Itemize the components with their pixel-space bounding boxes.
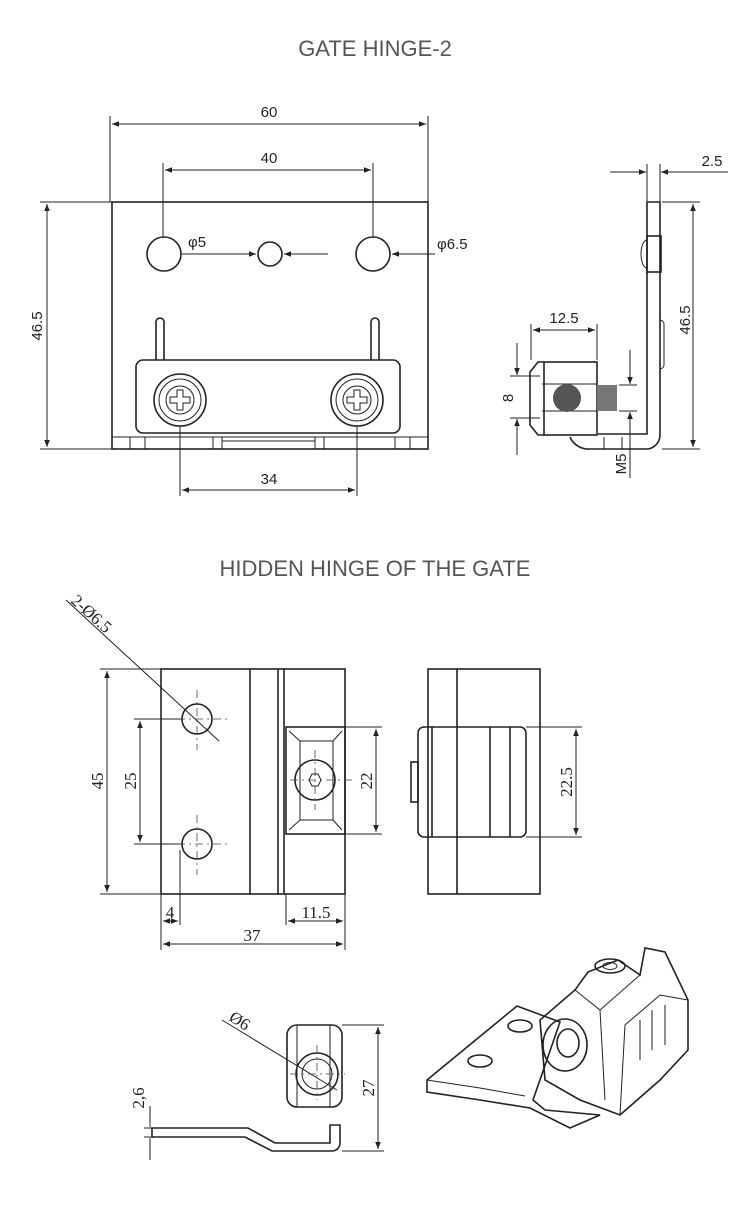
bolt-thread <box>597 385 617 411</box>
dim-knuckle-width: 11.5 <box>301 903 330 922</box>
dim-pin: Ø6 <box>226 1007 254 1034</box>
dim-small-hole: φ5 <box>188 234 206 251</box>
mounting-hole-left <box>146 236 182 272</box>
dim-width: 60 <box>261 104 278 121</box>
center-hole <box>257 241 283 267</box>
nut-thread <box>553 384 581 412</box>
pin-right <box>370 317 380 360</box>
screw-left <box>153 373 207 427</box>
dim-bottom-height: 27 <box>359 1079 378 1097</box>
dim-side-block-height: 22.5 <box>557 767 576 797</box>
dim-hinge-width: 37 <box>244 926 262 945</box>
dim-screw-spacing: 34 <box>261 471 278 488</box>
dim-thread: M5 <box>613 454 630 475</box>
mounting-hole-right <box>355 236 391 272</box>
dim-hinge-height: 45 <box>88 773 107 790</box>
dim-holes: 2-Ø6.5 <box>67 591 115 637</box>
title-hidden-hinge: HIDDEN HINGE OF THE GATE <box>220 556 531 581</box>
dim-thickness: 2.5 <box>702 153 723 170</box>
hidden-hinge-isometric-view <box>426 947 689 1129</box>
title-gate-hinge: GATE HINGE-2 <box>298 36 452 61</box>
gate-hinge-front-view: φ5 φ6.5 60 40 46.5 34 <box>29 104 468 496</box>
dim-height: 46.5 <box>29 311 46 340</box>
hidden-hinge-bottom-view: Ø6 2,6 27 <box>129 1007 384 1160</box>
bracket <box>135 359 401 434</box>
dim-large-hole: φ6.5 <box>437 236 468 253</box>
gate-hinge-side-view: 2.5 46.5 12.5 8 M5 <box>500 153 728 478</box>
dim-side-height: 46.5 <box>677 305 694 334</box>
dim-block-height: 22 <box>357 773 376 790</box>
hidden-hinge-front-view: 2-Ø6.5 45 25 22 4 11.5 37 <box>65 591 382 950</box>
screw-right <box>330 373 384 427</box>
dim-edge-offset: 4 <box>166 903 175 922</box>
dim-hole-spacing-v: 25 <box>121 773 140 790</box>
dim-hole-spacing: 40 <box>261 150 278 167</box>
dim-plate-thickness: 2,6 <box>129 1087 148 1108</box>
pin-left <box>155 317 165 360</box>
hidden-hinge-side-view: 22.5 <box>410 668 582 895</box>
dim-nut-height: 8 <box>500 394 517 402</box>
dim-nut-width: 12.5 <box>549 310 578 327</box>
